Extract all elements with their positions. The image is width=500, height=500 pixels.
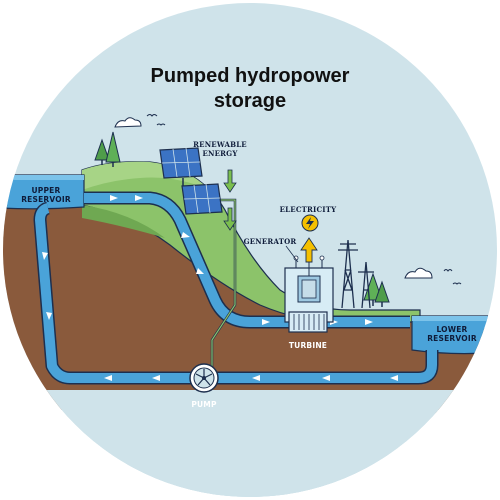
solar-panel-icon bbox=[159, 147, 203, 186]
lower-reservoir-water bbox=[411, 315, 497, 355]
title-line-1: Pumped hydropower bbox=[151, 65, 350, 87]
turbine-label: TURBINE bbox=[289, 341, 327, 350]
lower-reservoir-label-2: RESERVOIR bbox=[427, 334, 477, 343]
return-pipe bbox=[35, 203, 437, 383]
upper-reservoir-label-2: RESERVOIR bbox=[21, 195, 71, 204]
bird-icon bbox=[146, 114, 462, 285]
solar-panel-icon bbox=[181, 183, 223, 215]
renewable-energy-label-2: ENERGY bbox=[202, 149, 238, 158]
cloud-icon bbox=[404, 267, 433, 279]
flow-arrows bbox=[42, 195, 398, 381]
generator-label: GENERATOR bbox=[244, 237, 297, 246]
renewable-energy-label-1: RENEWABLE bbox=[193, 140, 247, 149]
transmission-tower-icon bbox=[338, 239, 374, 309]
renewable-arrow bbox=[223, 169, 237, 231]
pump-fan-icon bbox=[189, 363, 219, 393]
pump-label: PUMP bbox=[191, 400, 217, 409]
cloud-icon bbox=[114, 117, 142, 128]
turbine bbox=[288, 311, 328, 333]
title-line-2: storage bbox=[214, 90, 286, 112]
penstock-pipe bbox=[84, 193, 410, 327]
upper-reservoir-label-1: UPPER bbox=[32, 186, 61, 195]
lower-reservoir-label-1: LOWER bbox=[436, 325, 467, 334]
lightning-bolt-icon bbox=[301, 214, 319, 232]
electricity-label: ELECTRICITY bbox=[280, 205, 338, 214]
electricity-arrow bbox=[300, 237, 318, 263]
soil-layer bbox=[3, 205, 497, 420]
pine-tree-icon bbox=[94, 131, 121, 167]
